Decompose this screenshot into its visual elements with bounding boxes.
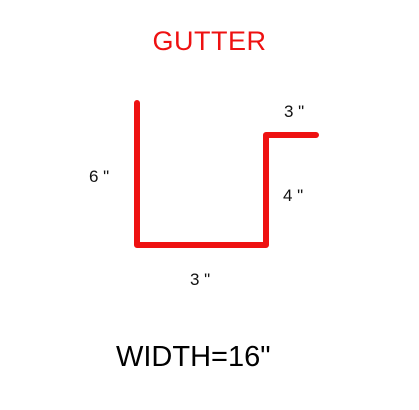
dimension-top-flange: 3 " (284, 102, 305, 121)
diagram-title: GUTTER (152, 26, 267, 56)
dimension-left-height: 6 " (89, 167, 110, 186)
total-width-label: WIDTH=16" (116, 341, 271, 373)
dimension-bottom-width: 3 " (190, 270, 211, 289)
gutter-profile-line (134, 100, 319, 248)
dimension-right-height: 4 " (283, 186, 304, 205)
